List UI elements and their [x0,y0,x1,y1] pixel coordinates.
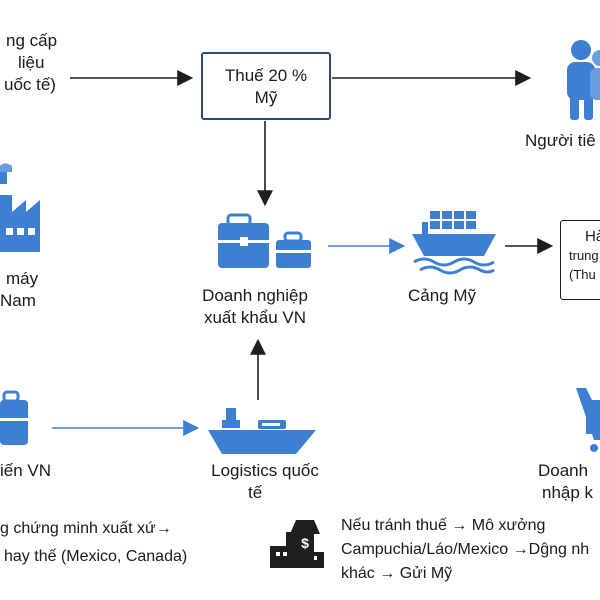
svg-text:$: $ [301,535,309,551]
exporter-label: Doanh nghiệp xuất khẩu VN [180,285,330,329]
supplier-line-2: liệu [18,53,45,72]
importer-label: Doanh nhập k [538,460,593,504]
domestic-label: iến VN [0,461,52,480]
importer-line-1: Doanh [538,461,589,480]
tariff-line-1: Thuế 20 % [224,66,308,85]
people-icon [567,40,600,120]
goods-line-2: trung [569,248,599,263]
note-left-line-2: hay thế (Mexico, Canada) [4,548,188,565]
cargo-ship-icon [412,211,496,275]
note-left: g chứng minh xuất xứ→ hay thế (Mexico, C… [0,515,187,571]
logistics-label: Logistics quốc tế [190,460,340,504]
tariff-line-2: Mỹ [254,88,278,107]
supplier-line-3: uốc tế) [4,75,56,94]
note-left-line-1: g chứng minh xuất xứ→ [0,520,172,537]
exporter-line-2: xuất khẩu VN [203,308,307,327]
importer-line-2: nhập k [542,483,594,502]
buildings-dollar-icon: $ [270,520,324,568]
us-port-label: Cảng Mỹ [408,286,477,305]
logistics-ship-icon [208,408,316,454]
factory-icon [0,163,40,252]
logistics-line-2: tế [248,483,263,502]
supplier-line-1: ng cấp [6,31,58,50]
goods-box: Hà trung (Thu [560,220,600,300]
logistics-line-1: Logistics quốc [211,461,319,480]
note-right-line-1: Nếu tránh thuế → Mô xưởng [341,517,546,534]
consumer-label: Người tiê [525,131,596,150]
shopping-cart-icon [576,388,600,452]
exporter-line-1: Doanh nghiệp [202,286,308,305]
briefcase-small-icon [0,390,28,445]
supplier-label: ng cấp liệu uốc tế) [0,30,80,96]
note-right-line-2: Campuchia/Láo/Mexico →Dĝng nh [341,541,590,558]
factory-line-2: Nam [0,291,36,310]
goods-line-1: Hà [585,228,600,245]
tariff-box: Thuế 20 % Mỹ [201,52,331,120]
briefcase-icon [218,213,311,268]
note-right: Nếu tránh thuế → Mô xưởng Campuchia/Láo/… [341,514,589,586]
factory-label: máy Nam [0,268,38,312]
factory-line-1: máy [6,269,39,288]
note-right-line-3: khác → Gửi Mỹ [341,565,453,582]
goods-line-3: (Thu [569,267,596,282]
